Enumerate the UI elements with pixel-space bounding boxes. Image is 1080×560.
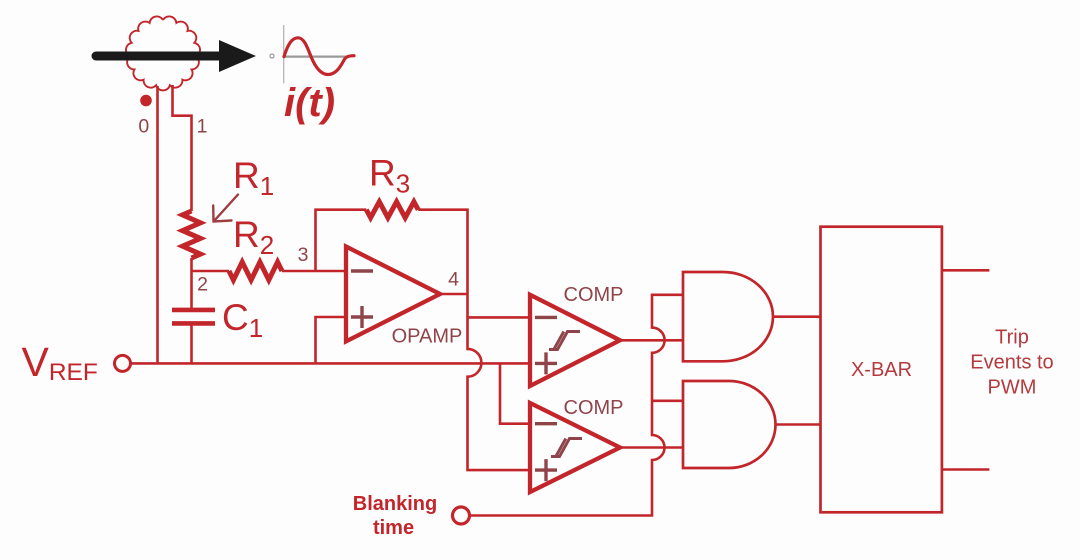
svg-text:COMP: COMP	[564, 284, 624, 306]
svg-text:PWM: PWM	[988, 377, 1037, 399]
svg-text:1: 1	[197, 116, 208, 138]
svg-text:OPAMP: OPAMP	[392, 326, 463, 348]
svg-text:time: time	[373, 517, 414, 539]
svg-text:0: 0	[138, 116, 149, 138]
svg-text:Blanking: Blanking	[353, 493, 437, 515]
svg-text:2: 2	[197, 274, 208, 296]
svg-text:i(t): i(t)	[284, 81, 335, 125]
svg-text:Events to: Events to	[970, 352, 1053, 374]
svg-text:Trip: Trip	[995, 327, 1029, 349]
svg-text:4: 4	[448, 268, 459, 290]
svg-text:COMP: COMP	[564, 397, 624, 419]
svg-text:X-BAR: X-BAR	[851, 359, 912, 381]
svg-text:3: 3	[298, 244, 309, 266]
